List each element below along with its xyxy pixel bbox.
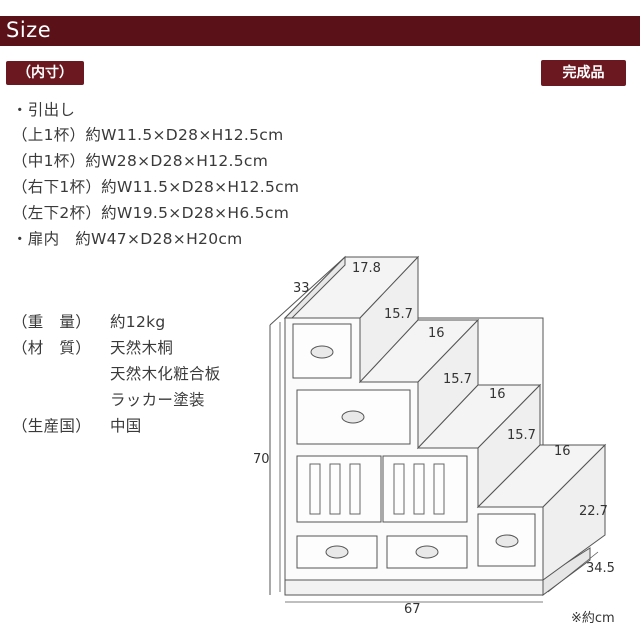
weight-value: 約12kg — [110, 313, 166, 331]
dim-step4-width: 16 — [554, 444, 571, 459]
header-bar: Size — [0, 16, 640, 46]
step4-side — [542, 443, 606, 581]
material-value-2: 天然木化粧合板 — [110, 365, 221, 383]
material-label: （材 質） — [12, 339, 92, 357]
dim-step3-width: 16 — [489, 387, 506, 402]
handle-icon — [341, 410, 365, 424]
origin-label: （生産国） — [12, 417, 92, 435]
inner-dimensions-badge: （内寸） — [6, 61, 84, 85]
dim-bottom-left-drawers: （左下2杯）約W19.5×D28×H6.5cm — [12, 204, 290, 222]
base-plinth — [284, 577, 544, 596]
dim-step2-width: 16 — [428, 326, 445, 341]
dim-step3-height: 15.7 — [507, 428, 536, 443]
dim-middle-drawer: （中1杯）約W28×D28×H12.5cm — [12, 152, 269, 170]
dim-step2-height: 15.7 — [443, 372, 472, 387]
handle-icon — [325, 545, 349, 559]
drawer-heading: ・引出し — [12, 101, 76, 119]
dim-door-interior: ・扉内 約W47×D28×H20cm — [12, 230, 243, 248]
handle-icon — [310, 345, 334, 359]
dim-depth-bottom: 34.5 — [586, 561, 615, 576]
dim-step1-height: 15.7 — [384, 307, 413, 322]
material-value-3: ラッカー塗装 — [110, 391, 205, 409]
origin-value: 中国 — [110, 417, 142, 435]
door-left — [296, 455, 382, 523]
dim-total-height: 70 — [253, 452, 270, 467]
page-title: Size — [6, 18, 52, 42]
dim-depth-top: 33 — [293, 281, 310, 296]
handle-icon — [415, 545, 439, 559]
dim-step4-height: 22.7 — [579, 504, 608, 519]
unit-note: ※約cm — [571, 611, 615, 626]
dim-width-top: 17.8 — [352, 261, 381, 276]
finished-product-badge: 完成品 — [541, 60, 626, 86]
material-value-1: 天然木桐 — [110, 339, 174, 357]
dim-bottom-right-drawer: （右下1杯）約W11.5×D28×H12.5cm — [12, 178, 300, 196]
door-right — [382, 455, 468, 523]
handle-icon — [495, 534, 519, 548]
weight-label: （重 量） — [12, 313, 92, 331]
dim-top-drawer: （上1杯）約W11.5×D28×H12.5cm — [12, 126, 284, 144]
dim-total-width: 67 — [404, 602, 421, 617]
